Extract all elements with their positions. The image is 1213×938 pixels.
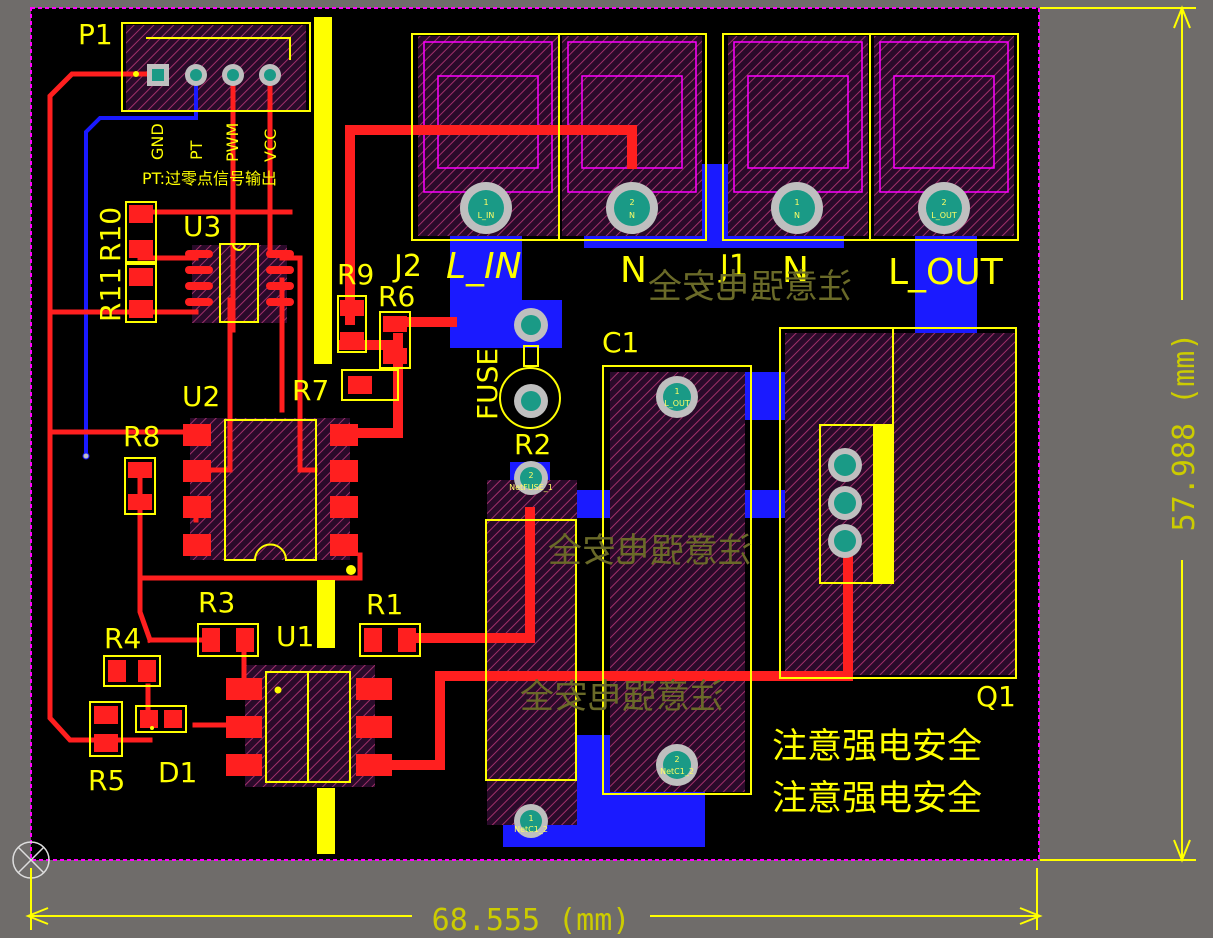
warning-text-mirrored: 注意强电安全 <box>648 267 852 307</box>
pin-label-pt: PT <box>187 140 206 160</box>
pt-note: PT:过零点信号输出 <box>142 169 277 188</box>
designator-u1: U1 <box>276 620 314 653</box>
isolation-slot <box>317 788 335 854</box>
designator-fuse: FUSE <box>471 348 504 420</box>
designator-q1: Q1 <box>976 680 1016 713</box>
pin1-marker <box>346 565 356 575</box>
pad-number: 2 <box>528 471 533 480</box>
designator-r6: R6 <box>378 280 415 313</box>
designator-c1: C1 <box>602 326 639 359</box>
pad-net: L_OUT <box>931 211 957 220</box>
pad-net: N <box>629 211 635 220</box>
dimension-width-label: 68.555 (mm) <box>432 903 631 938</box>
warning-text: 注意强电安全 <box>772 779 982 819</box>
dimension-width <box>25 868 1043 930</box>
pad-net: L_OUT <box>664 399 690 408</box>
via <box>82 452 90 460</box>
dimension-height <box>1040 5 1196 863</box>
terminal-label-l-in: L_IN <box>446 246 522 287</box>
designator-p1: P1 <box>78 18 113 51</box>
designator-r9: R9 <box>337 258 374 291</box>
designator-r3: R3 <box>198 586 235 619</box>
warning-text-mirrored: 注意强电安全 <box>548 531 752 571</box>
designator-r10: R10 <box>94 207 127 262</box>
pin-label-gnd: GND <box>148 123 167 160</box>
isolation-slot <box>317 580 335 648</box>
terminal-label-n: N <box>782 250 809 291</box>
warning-text-mirrored: 注意强电安全 <box>520 677 724 717</box>
pad-net: NetFUSE_1 <box>509 483 553 492</box>
pad-number: 2 <box>941 198 946 207</box>
pad-number: 1 <box>674 387 679 396</box>
pin1-marker <box>274 686 282 694</box>
designator-r5: R5 <box>88 764 125 797</box>
safety-warnings: 注意强电安全 注意强电安全 注意强电安全 注意强电安全 注意强电安全 <box>520 267 982 819</box>
pad-net: NetC1_2 <box>514 825 548 834</box>
pad-number: 2 <box>674 755 679 764</box>
pad-net: N <box>794 211 800 220</box>
pin1-marker <box>133 71 139 77</box>
pad-number: 1 <box>483 198 488 207</box>
pin-label-vcc: VCC <box>261 129 280 162</box>
pin-labels: GND PT PWM VCC PT:过零点信号输出 L_IN N N L_OUT <box>142 123 1004 293</box>
warning-text: 注意强电安全 <box>772 727 982 767</box>
pin1-marker <box>150 726 154 730</box>
bottom-trace-pt <box>84 76 198 458</box>
pad-net: L_IN <box>478 211 495 220</box>
top-copper-tracks <box>47 71 853 770</box>
silkscreen-outlines <box>89 22 1019 795</box>
terminal-label-l-out: L_OUT <box>888 252 1004 293</box>
designator-r7: R7 <box>292 374 329 407</box>
designator-r11: R11 <box>94 267 127 322</box>
component-keepout-hatches <box>126 25 1015 825</box>
smd-pads <box>94 205 416 776</box>
designator-u2: U2 <box>182 380 220 413</box>
pad-net: NetC1_2 <box>660 767 694 776</box>
designator-r8: R8 <box>123 420 160 453</box>
pad-number: 2 <box>629 198 634 207</box>
designator-j1: J1 <box>718 249 748 284</box>
designator-r2: R2 <box>514 428 551 461</box>
designator-d1: D1 <box>158 756 197 789</box>
isolation-slot <box>314 17 332 364</box>
pad-number: 1 <box>794 198 799 207</box>
pin-label-pwm: PWM <box>223 123 242 162</box>
terminal-label-n: N <box>620 250 647 291</box>
designator-r1: R1 <box>366 588 403 621</box>
through-hole-pads <box>147 64 970 838</box>
pad-number: 1 <box>528 814 533 823</box>
designator-r4: R4 <box>104 622 141 655</box>
designators: P1 U3 R10 R11 R9 R6 R7 U2 R8 R3 R1 U1 R4… <box>78 18 1016 797</box>
designator-u3: U3 <box>183 210 221 243</box>
dimension-height-label: 57.988 (mm) <box>1167 333 1202 532</box>
designator-j2: J2 <box>392 249 422 284</box>
